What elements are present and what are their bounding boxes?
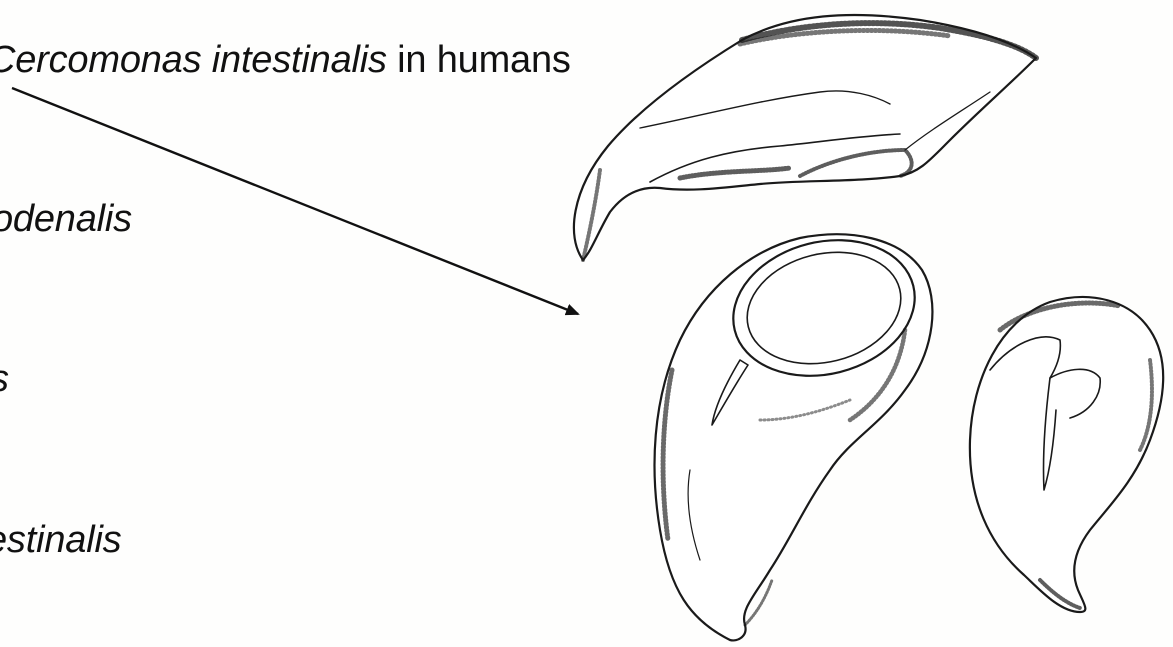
trophozoite-lateral-view — [574, 15, 1036, 260]
trophozoite-ventral-view — [655, 222, 933, 641]
trophozoite-dorsal-view — [970, 297, 1163, 612]
pointer-arrow — [12, 88, 578, 314]
